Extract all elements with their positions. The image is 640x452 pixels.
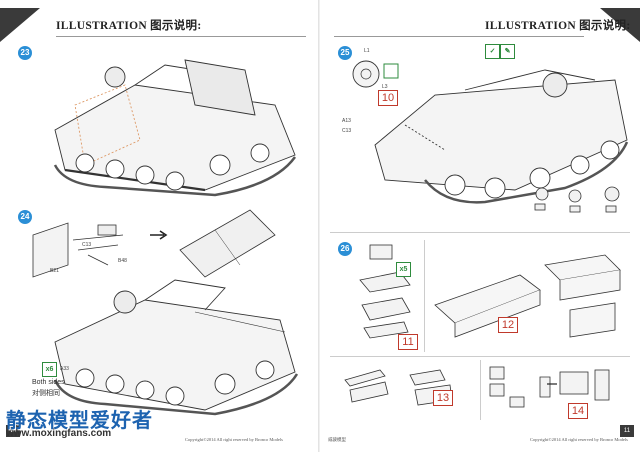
step-25-vehicle-drawing xyxy=(374,69,629,204)
section-divider xyxy=(330,232,630,233)
step-25-small-parts xyxy=(534,186,620,213)
header-rule-right xyxy=(334,36,584,37)
right-page-title: ILLUSTRATION 图示说明: xyxy=(485,20,631,32)
header-rule-left xyxy=(56,36,306,37)
copyright-right: Copyright©2014 All right reserved by Bro… xyxy=(530,437,628,442)
sub-step-12: 12 xyxy=(498,317,518,333)
right-page: ILLUSTRATION 图示说明: 25 ✓ ✎ L1 L3 10 A13 C… xyxy=(320,0,640,452)
step-24-side-panel-drawing xyxy=(179,209,276,278)
step-25-marker: 25 xyxy=(338,46,352,60)
part-label-c13: C13 xyxy=(342,128,352,134)
section-divider-lower xyxy=(330,356,630,357)
step-26-marker: 26 xyxy=(338,242,352,256)
sub-step-13-drawing xyxy=(344,369,453,406)
step-25-wheel-part xyxy=(352,60,399,88)
sub-step-10: 10 xyxy=(378,90,398,106)
sub-step-14-drawing xyxy=(489,366,610,408)
part-label-c13: C13 xyxy=(82,242,92,248)
note-both-sides-en: Both sides xyxy=(32,379,65,386)
paint-icon: ✎ xyxy=(500,44,515,59)
sub-step-14: 14 xyxy=(568,403,588,419)
watermark-logo-text: 静态模型爱好者 xyxy=(6,410,153,432)
part-label-a13: A13 xyxy=(342,118,351,124)
step-23-marker: 23 xyxy=(18,46,32,60)
quantity-badge-x6: x6 xyxy=(42,362,57,377)
sub-step-11-drawing xyxy=(359,244,411,339)
part-label-l1: L1 xyxy=(364,48,370,54)
step-24-parts-exploded xyxy=(32,222,124,278)
page-number-right: 11 xyxy=(620,425,634,437)
quantity-badge-x5: x5 xyxy=(396,262,411,277)
sub-step-12-drawing xyxy=(434,254,621,338)
arrow-icon xyxy=(150,230,168,240)
part-label-b21: B21 xyxy=(50,268,59,274)
part-label-a33: A33 xyxy=(60,366,69,372)
page-number-left: 10 xyxy=(6,425,20,437)
panel-divider-vertical xyxy=(424,240,425,352)
left-page-title: ILLUSTRATION 图示说明: xyxy=(56,20,202,32)
part-label-l3: L3 xyxy=(382,84,388,90)
corner-tab-left xyxy=(0,8,40,42)
note-both-sides-cn: 对侧相同 xyxy=(32,390,60,397)
sub-step-11: 11 xyxy=(398,334,418,350)
watermark-url: www.moxingfans.com xyxy=(6,428,112,439)
step-24-marker: 24 xyxy=(18,210,32,224)
copyright-left: Copyright©2014 All right reserved by Bro… xyxy=(185,437,283,442)
sub-step-13: 13 xyxy=(433,390,453,406)
step-24-vehicle-drawing xyxy=(53,279,299,416)
step-23-vehicle-drawing xyxy=(53,59,297,197)
glue-icon: ✓ xyxy=(485,44,500,59)
left-page: ILLUSTRATION 图示说明: 23 24 xyxy=(0,8,306,442)
center-brand-cn: 威骏模型 xyxy=(328,437,346,442)
part-label-b48: B48 xyxy=(118,258,127,264)
panel-divider-vertical-2 xyxy=(480,360,481,420)
